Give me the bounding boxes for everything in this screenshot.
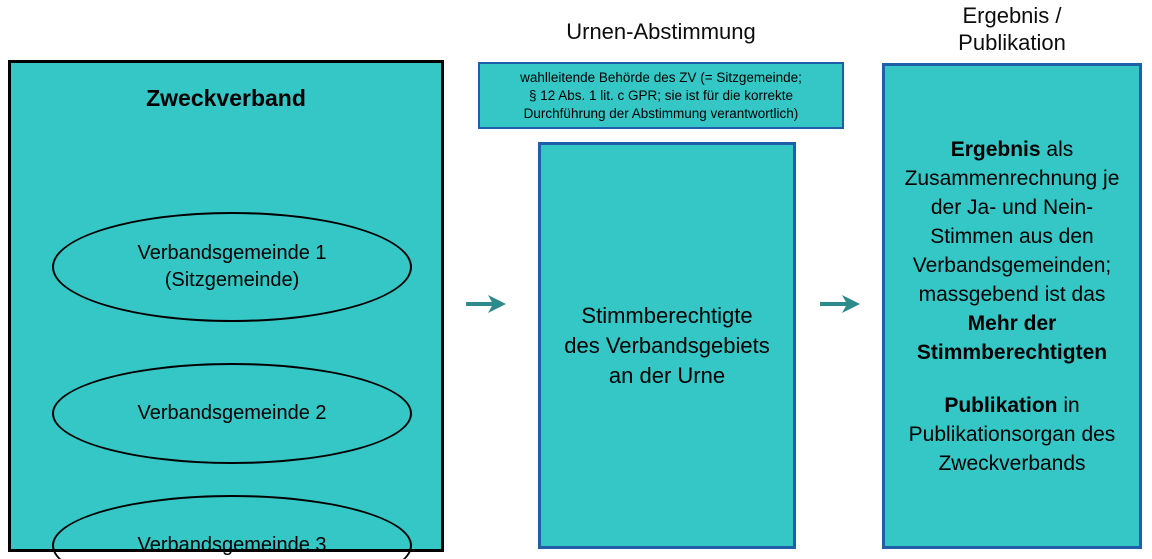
ergebnis-description: als Zusammenrechnung je der Ja- und Nein… — [904, 137, 1120, 306]
ergebnis-publikation-text: Ergebnis als Zusammenrechnung je der Ja-… — [885, 135, 1139, 478]
publikation-description: in Publikationsorgan des Zweckverbands — [908, 393, 1116, 475]
wahlleitende-behoerde-text: wahlleitende Behörde des ZV (= Sitzgemei… — [520, 69, 802, 121]
zweckverband-heading: Zweckverband — [146, 85, 306, 111]
ergebnis-publikation-box: Ergebnis als Zusammenrechnung je der Ja-… — [882, 63, 1142, 549]
column-title-ergebnis-publikation: Ergebnis / Publikation — [958, 3, 1066, 55]
text-gap — [891, 367, 1133, 391]
stimmberechtigte-urne-text: Stimmberechtigte des Verbandsgebiets an … — [564, 302, 770, 388]
verbandsgemeinde-1-ellipse: Verbandsgemeinde 1 (Sitzgemeinde) — [52, 212, 412, 322]
stimmberechtigte-urne-box: Stimmberechtigte des Verbandsgebiets an … — [538, 142, 796, 549]
arrow-left-to-middle-icon — [466, 295, 506, 313]
verbandsgemeinde-3-ellipse: Verbandsgemeinde 3 — [52, 495, 412, 559]
arrow-middle-to-right-icon — [820, 295, 860, 313]
wahlleitende-behoerde-box: wahlleitende Behörde des ZV (= Sitzgemei… — [478, 62, 844, 129]
ergebnis-label: Ergebnis — [950, 137, 1041, 161]
publikation-label: Publikation — [944, 393, 1058, 417]
zweckverband-box: Zweckverband Verbandsgemeinde 1 (Sitzgem… — [8, 60, 444, 559]
verbandsgemeinde-2-ellipse: Verbandsgemeinde 2 — [52, 363, 412, 464]
mehr-der-stimmberechtigten-label: Mehr der Stimmberechtigten — [916, 311, 1108, 364]
column-title-urnen-abstimmung: Urnen-Abstimmung — [566, 19, 756, 44]
